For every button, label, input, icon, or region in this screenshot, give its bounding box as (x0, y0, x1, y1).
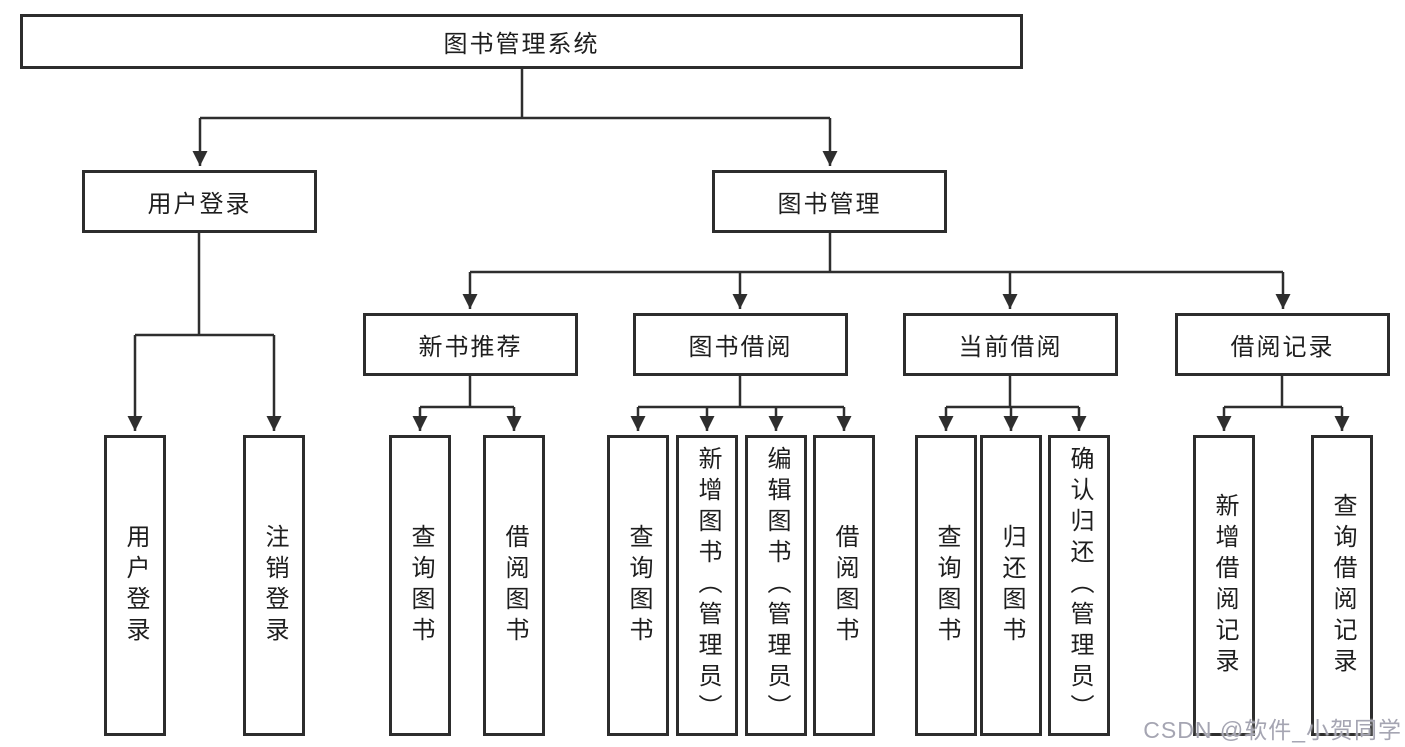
leaf-borrow-books-recommend: 借阅图书 (483, 435, 545, 736)
leaf-query-books-borrow: 查询图书 (607, 435, 669, 736)
node-user-login: 用户登录 (82, 170, 317, 233)
leaf-query-borrow-record-label: 查询借阅记录 (1329, 492, 1356, 679)
leaf-edit-books-admin: 编辑图书（管理员） (745, 435, 807, 736)
leaf-edit-books-admin-label: 编辑图书（管理员） (763, 446, 790, 725)
leaf-add-books-admin-label: 新增图书（管理员） (694, 446, 721, 725)
leaf-borrow-books-label: 借阅图书 (831, 523, 858, 648)
csdn-watermark: CSDN @软件_小贺同学 (1143, 717, 1402, 743)
leaf-confirm-return-admin-label: 确认归还（管理员） (1066, 446, 1093, 725)
leaf-query-books-current-label: 查询图书 (933, 523, 960, 648)
node-book-management: 图书管理 (712, 170, 947, 233)
leaf-logout-label: 注销登录 (261, 523, 288, 648)
node-borrow-records: 借阅记录 (1175, 313, 1390, 376)
leaf-query-books-borrow-label: 查询图书 (625, 523, 652, 648)
leaf-user-login-label: 用户登录 (122, 523, 149, 648)
leaf-query-borrow-record: 查询借阅记录 (1311, 435, 1373, 736)
leaf-add-books-admin: 新增图书（管理员） (676, 435, 738, 736)
node-new-book-recommend: 新书推荐 (363, 313, 578, 376)
leaf-add-borrow-record-label: 新增借阅记录 (1211, 492, 1238, 679)
leaf-confirm-return-admin: 确认归还（管理员） (1048, 435, 1110, 736)
leaf-user-login: 用户登录 (104, 435, 166, 736)
leaf-add-borrow-record: 新增借阅记录 (1193, 435, 1255, 736)
leaf-borrow-books-recommend-label: 借阅图书 (501, 523, 528, 648)
node-root-system: 图书管理系统 (20, 14, 1023, 69)
node-book-borrow: 图书借阅 (633, 313, 848, 376)
leaf-logout: 注销登录 (243, 435, 305, 736)
leaf-query-books-current: 查询图书 (915, 435, 977, 736)
leaf-return-books: 归还图书 (980, 435, 1042, 736)
node-current-borrow: 当前借阅 (903, 313, 1118, 376)
leaf-return-books-label: 归还图书 (998, 523, 1025, 648)
leaf-query-books-recommend-label: 查询图书 (407, 523, 434, 648)
leaf-borrow-books: 借阅图书 (813, 435, 875, 736)
leaf-query-books-recommend: 查询图书 (389, 435, 451, 736)
